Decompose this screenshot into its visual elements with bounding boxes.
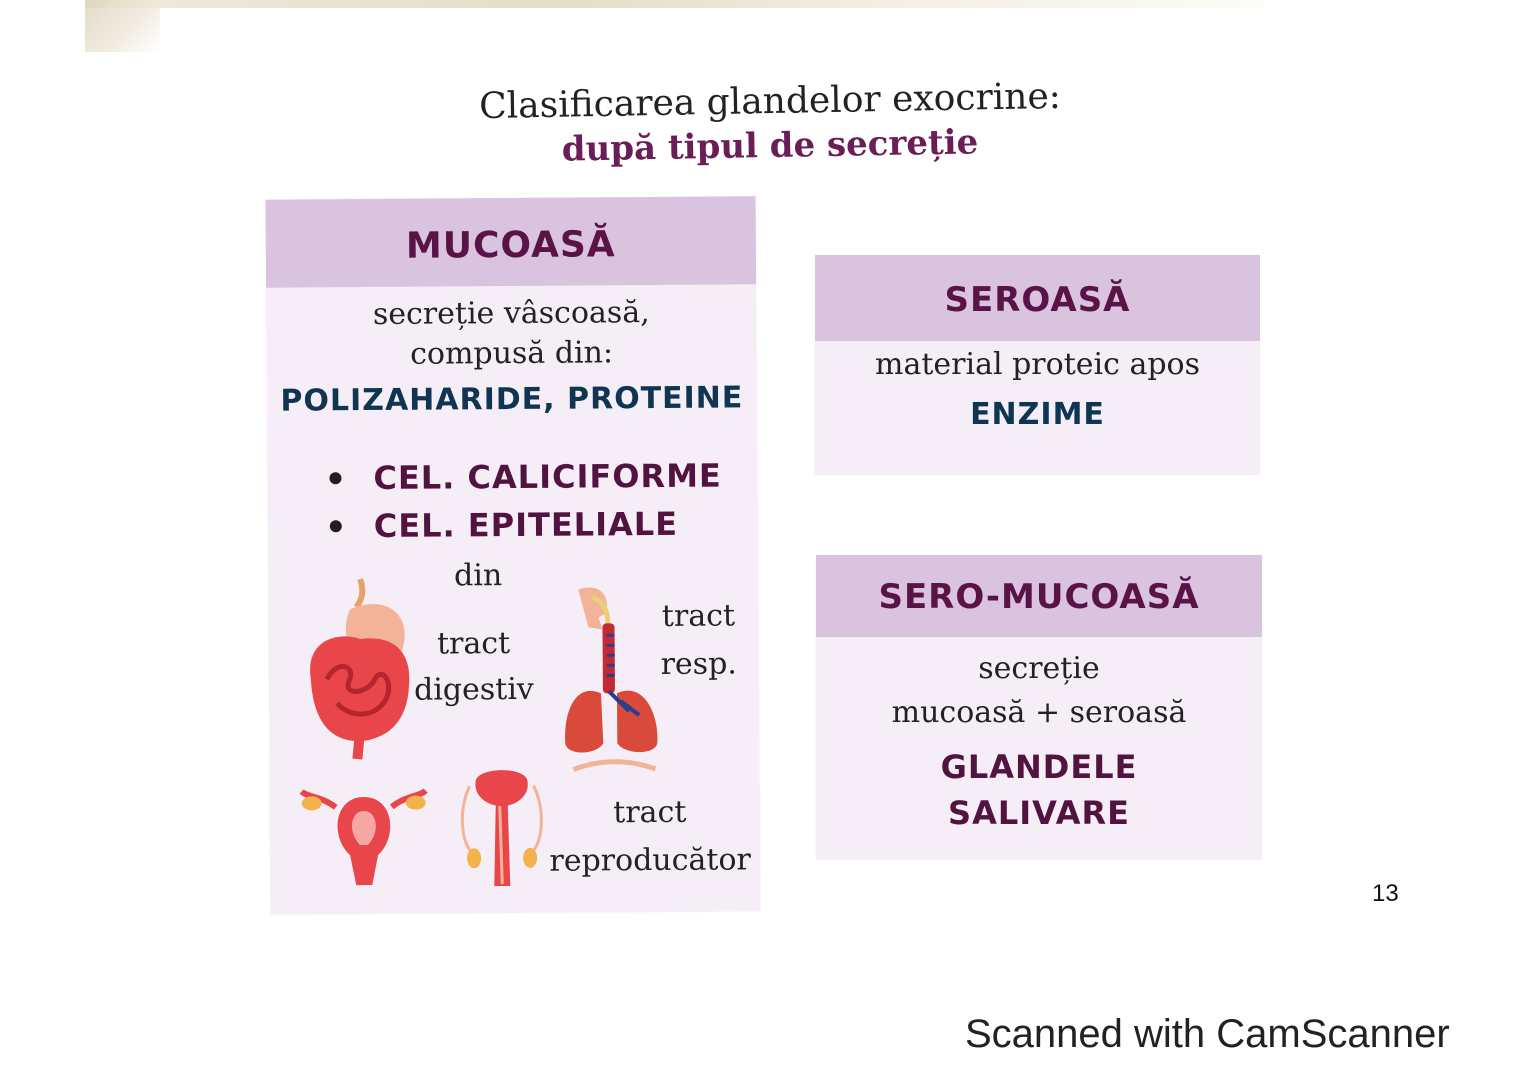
from-label: din xyxy=(453,558,503,594)
sero-mucoasa-description-line1: secreție xyxy=(978,651,1100,686)
respiratory-label-line2: resp. xyxy=(660,646,737,682)
scan-watermark: Scanned with CamScanner xyxy=(965,1012,1450,1056)
sero-mucoasa-description-line2: mucoasă + seroasă xyxy=(891,695,1187,730)
page-edge-texture xyxy=(85,0,1265,8)
sero-mucoasa-header: SERO-MUCOASĂ xyxy=(816,555,1262,637)
mucoasa-description-line2: compusă din: xyxy=(410,335,614,372)
respiratory-label-line1: tract xyxy=(661,598,736,634)
cell-list: CEL. CALICIFORME CEL. EPITELIALE xyxy=(329,452,722,551)
reproductive-label-line2: reproducător xyxy=(549,842,751,879)
bullet-icon xyxy=(329,520,342,533)
mucoasa-composition: POLIZAHARIDE, PROTEINE xyxy=(280,380,744,419)
mucoasa-header: MUCOASĂ xyxy=(265,196,757,288)
seroasa-description: material proteic apos xyxy=(875,347,1200,382)
sero-mucoasa-example-line2: SALIVARE xyxy=(948,794,1130,832)
list-item: CEL. EPITELIALE xyxy=(329,500,723,551)
female-reproductive-icon xyxy=(299,788,428,886)
male-reproductive-icon xyxy=(460,770,543,887)
sero-mucoasa-example-line1: GLANDELE xyxy=(940,748,1138,786)
list-item: CEL. CALICIFORME xyxy=(329,452,722,503)
page-number: 13 xyxy=(1372,880,1399,907)
cell-type: CEL. CALICIFORME xyxy=(373,456,722,497)
cell-type: CEL. EPITELIALE xyxy=(373,504,679,545)
corner-mark xyxy=(85,0,160,52)
sero-mucoasa-card: SERO-MUCOASĂ secreție mucoasă + seroasă … xyxy=(816,555,1262,860)
digestive-label-line1: tract xyxy=(436,626,511,662)
mucoasa-description-line1: secreție vâscoasă, xyxy=(372,295,650,332)
digestive-label-line2: digestiv xyxy=(413,671,534,708)
seroasa-composition: ENZIME xyxy=(970,397,1105,432)
seroasa-header: SEROASĂ xyxy=(815,255,1260,341)
seroasa-card: SEROASĂ material proteic apos ENZIME xyxy=(815,255,1260,475)
mucoasa-card: MUCOASĂ secreție vâscoasă, compusă din: … xyxy=(265,196,761,915)
reproductive-label-line1: tract xyxy=(613,794,687,831)
digestive-system-icon xyxy=(310,578,410,760)
bullet-icon xyxy=(329,472,342,485)
page-title: Clasificarea glandelor exocrine: după ti… xyxy=(420,76,1120,170)
respiratory-system-icon xyxy=(565,587,658,772)
